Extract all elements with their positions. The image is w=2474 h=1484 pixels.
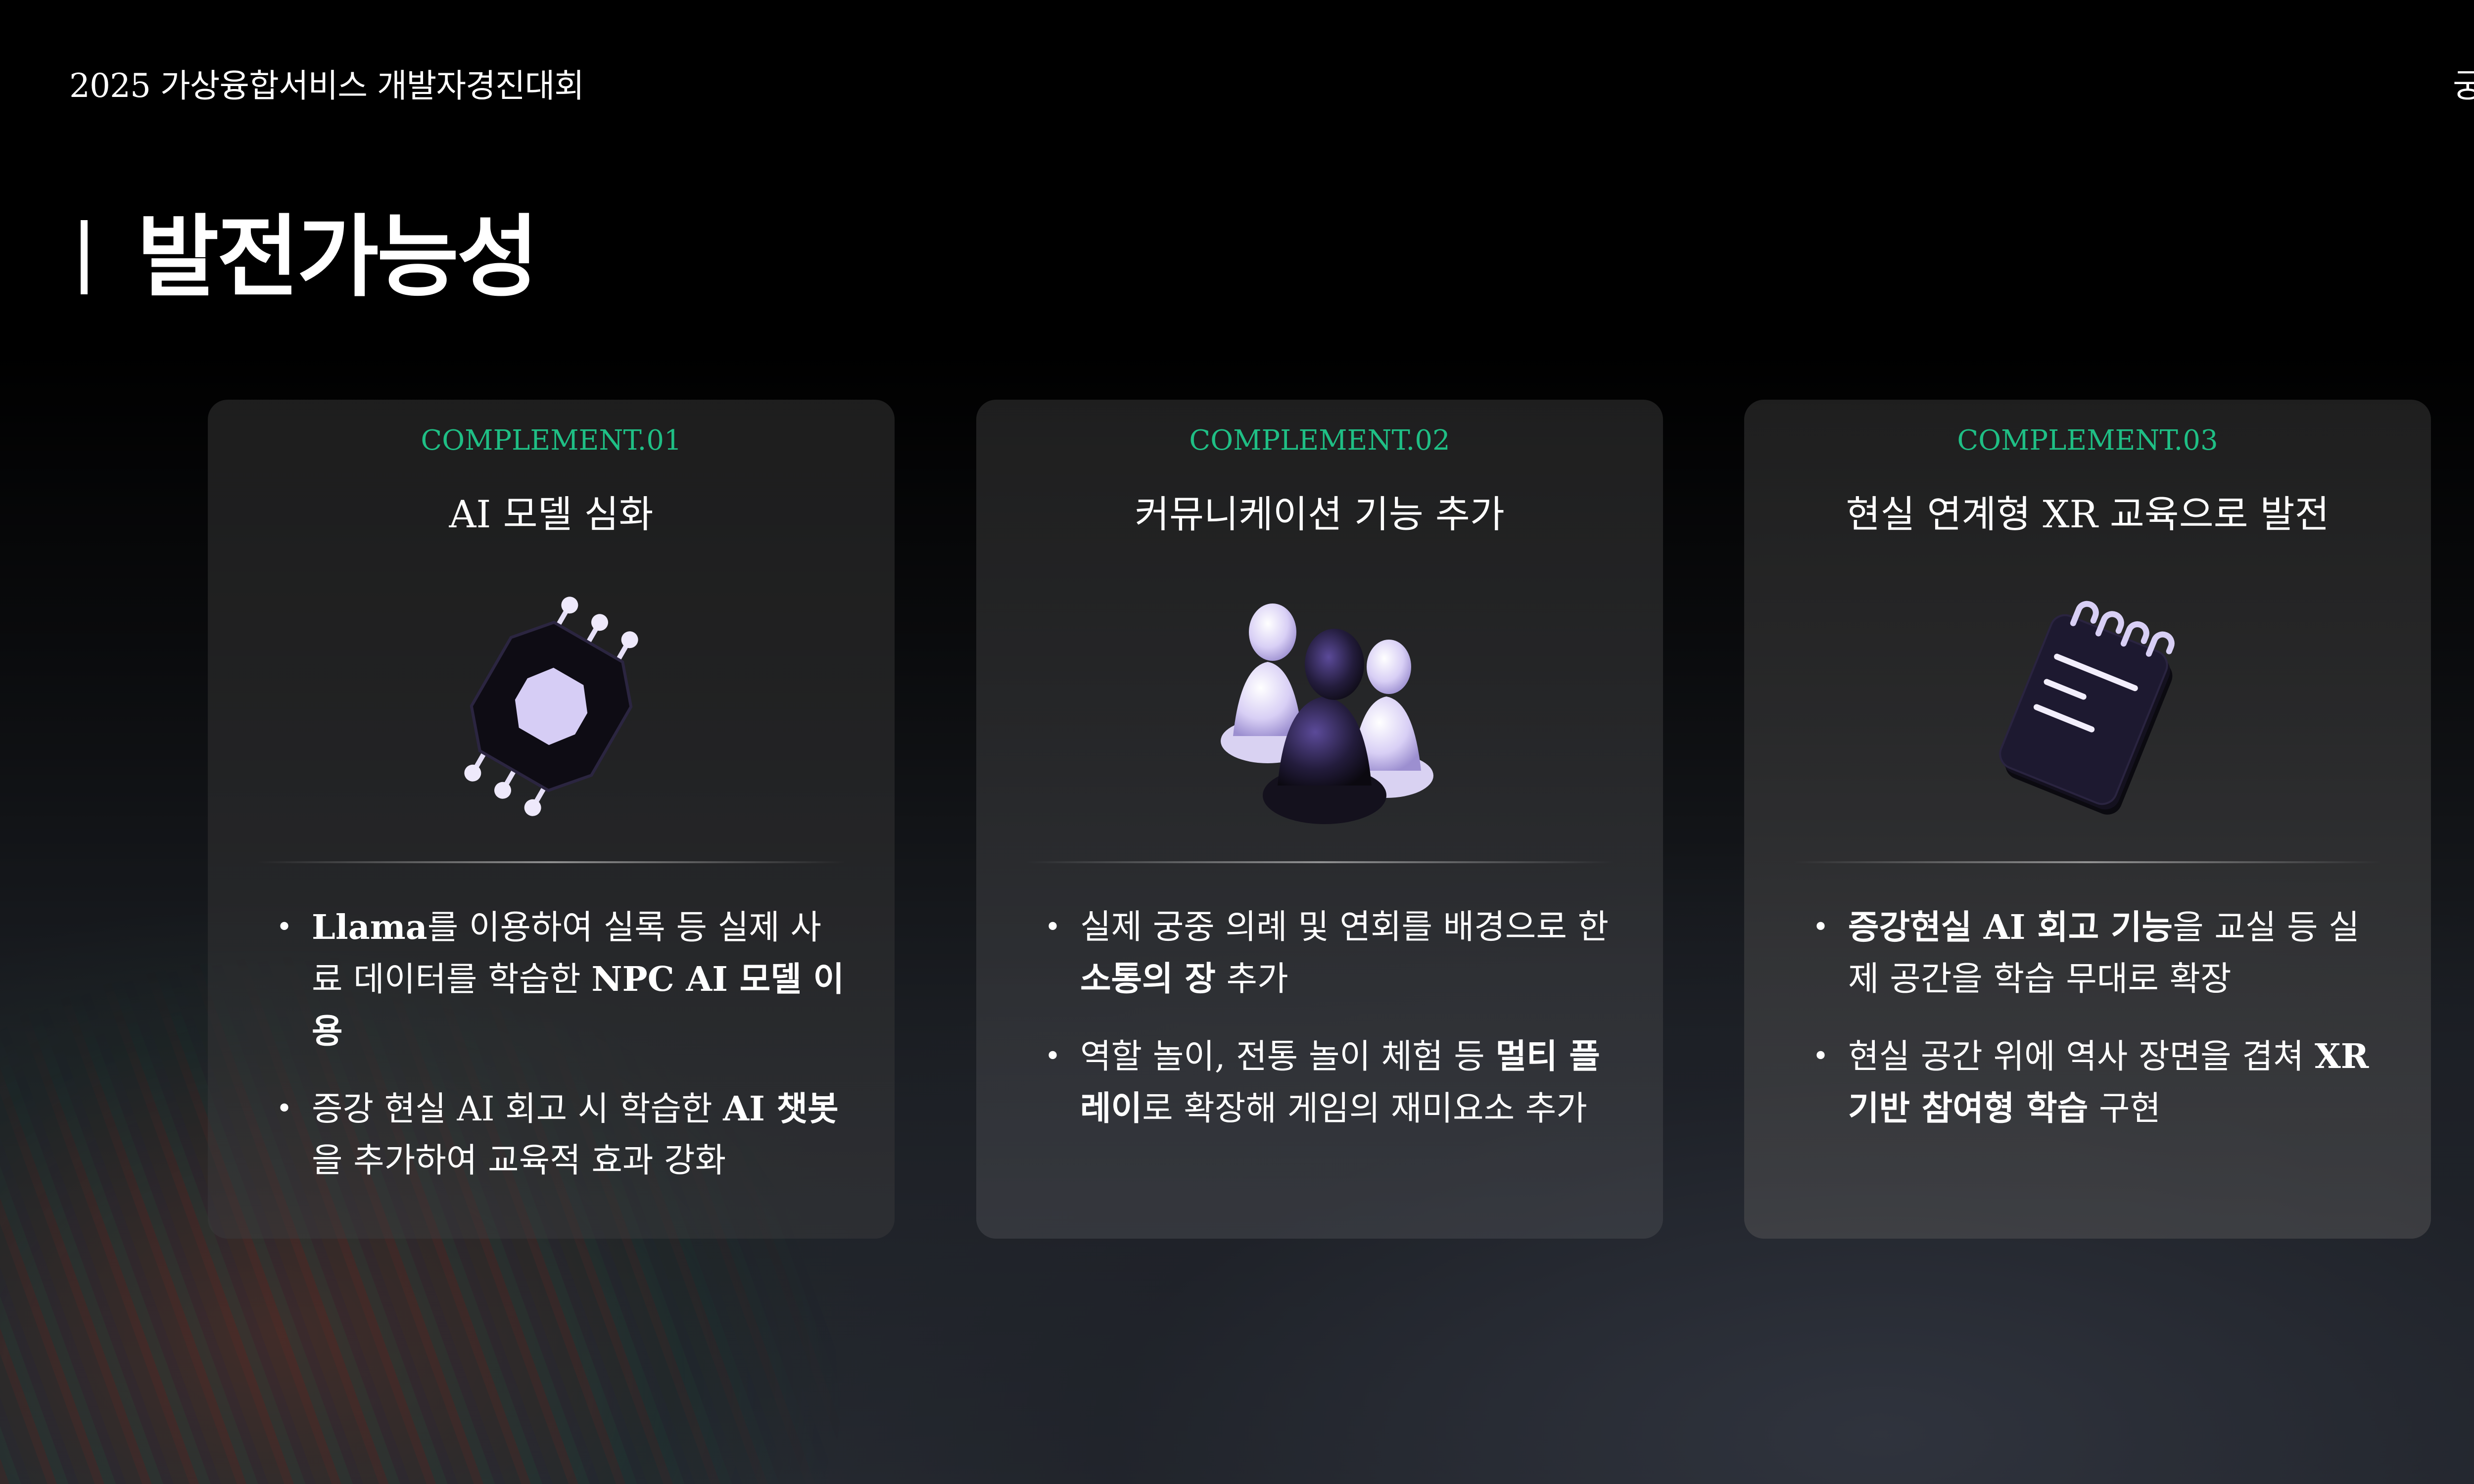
bullet-item: 실제 궁중 의례 및 연회를 배경으로 한 소통의 장 추가: [1045, 902, 1618, 1005]
page-title: 발전가능성: [81, 205, 539, 309]
users-pawns-icon: [1221, 603, 1433, 824]
complement-label: COMPLEMENT.01: [421, 424, 682, 457]
page-title-text: 발전가능성: [137, 205, 539, 309]
notepad-icon: [1999, 601, 2175, 815]
complement-label: COMPLEMENT.02: [1189, 424, 1450, 457]
title-bar-accent: [81, 220, 88, 294]
chip-icon: [464, 597, 638, 816]
card-title: 커뮤니케이션 기능 추가: [1135, 492, 1505, 536]
bullet-item: 현실 공간 위에 역사 장면을 겹쳐 XR 기반 참여형 학습 구현: [1812, 1031, 2386, 1135]
event-title: 2025 가상융합서비스 개발자경진대회: [69, 67, 584, 105]
complement-card-2: COMPLEMENT.02 커뮤니케이션 기능 추가 실제 궁중 의례 및 연회…: [976, 400, 1663, 1239]
complement-card-3: COMPLEMENT.03 현실 연계형 XR 교육으로 발전: [1744, 400, 2431, 1239]
card-title: AI 모델 심화: [449, 492, 654, 536]
card-divider: [1794, 861, 2381, 863]
bullet-item: 증강현실 AI 회고 기능을 교실 등 실제 공간을 학습 무대로 확장: [1812, 902, 2386, 1005]
bullet-list: 실제 궁중 의례 및 연회를 배경으로 한 소통의 장 추가 역할 놀이, 전통…: [1045, 902, 1618, 1160]
card-divider: [257, 861, 845, 863]
bullet-item: 역할 놀이, 전통 놀이 체험 등 멀티 플레이로 확장해 게임의 재미요소 추…: [1045, 1031, 1618, 1135]
project-name: 궁중연화: [2453, 67, 2474, 105]
complement-card-1: COMPLEMENT.01 AI 모델 심화 Llama를 이용하여 실록 등 …: [208, 400, 895, 1239]
card-title: 현실 연계형 XR 교육으로 발전: [1846, 492, 2330, 536]
bullet-item: Llama를 이용하여 실록 등 실제 사료 데이터를 학습한 NPC AI 모…: [276, 902, 850, 1058]
bullet-list: Llama를 이용하여 실록 등 실제 사료 데이터를 학습한 NPC AI 모…: [276, 902, 850, 1212]
bullet-item: 증강 현실 AI 회고 시 학습한 AI 챗봇을 추가하여 교육적 효과 강화: [276, 1083, 850, 1187]
card-divider: [1026, 861, 1614, 863]
complement-label: COMPLEMENT.03: [1957, 424, 2218, 457]
bullet-list: 증강현실 AI 회고 기능을 교실 등 실제 공간을 학습 무대로 확장 현실 …: [1812, 902, 2386, 1160]
